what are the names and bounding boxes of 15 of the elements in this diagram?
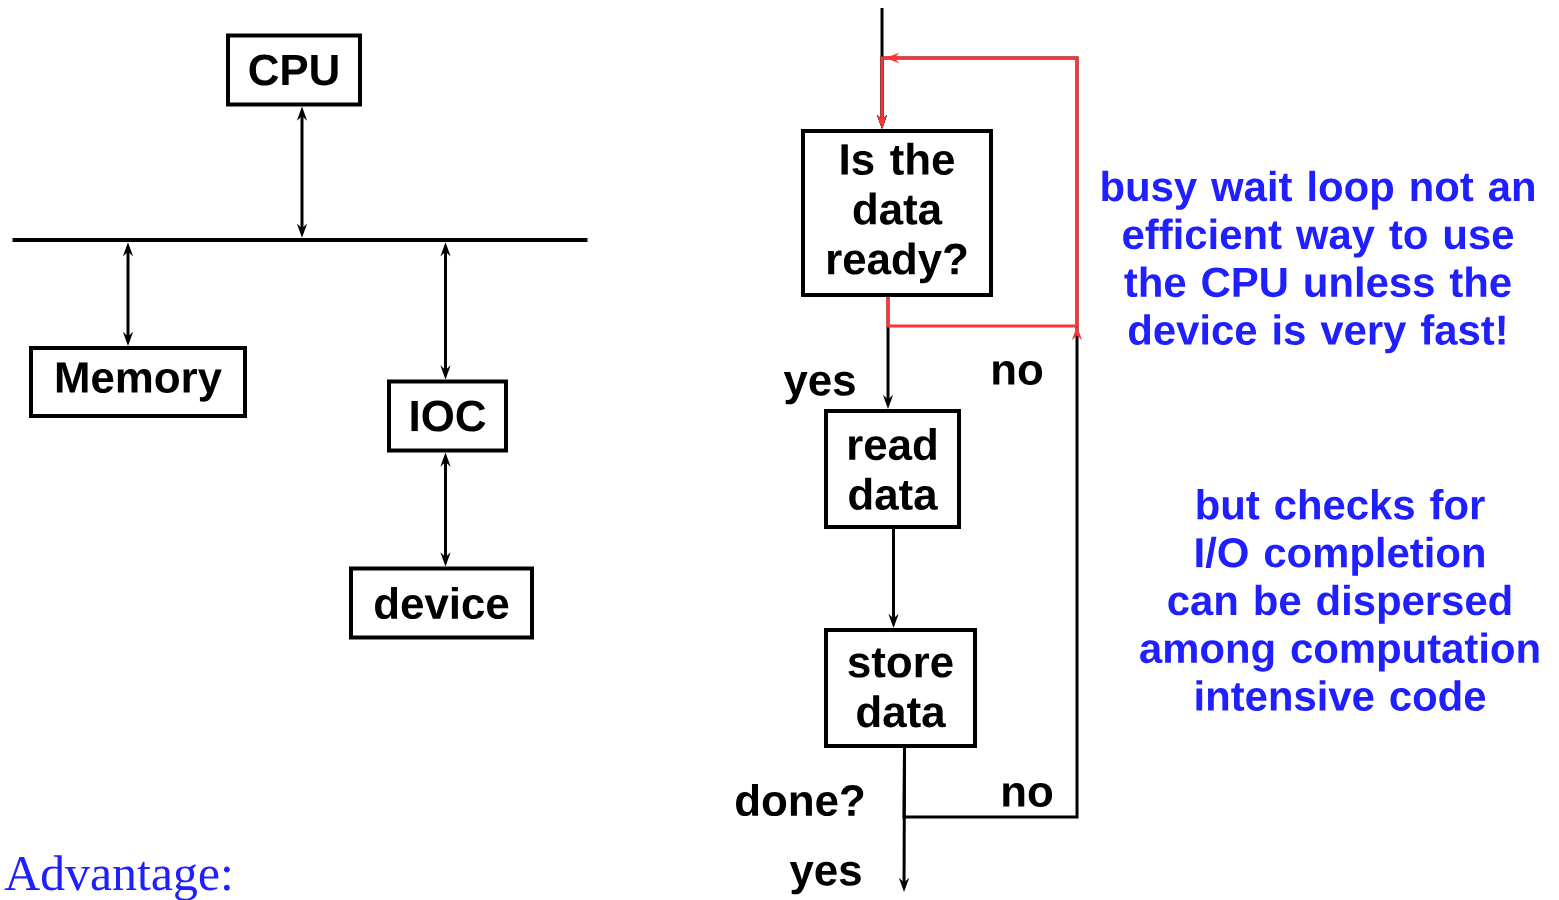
component-box: IOC bbox=[387, 379, 508, 453]
heading-text: Advantage: bbox=[4, 855, 230, 900]
edge-label: yes bbox=[788, 860, 864, 896]
process-box: read data bbox=[824, 409, 961, 529]
edge-label: yes bbox=[782, 370, 858, 406]
component-box: Memory bbox=[29, 346, 247, 418]
process-box: Is the data ready? bbox=[801, 129, 993, 297]
edge-label: no bbox=[989, 360, 1045, 386]
decision-text: done? bbox=[736, 783, 864, 817]
component-box: device bbox=[349, 566, 534, 640]
note-text: but checks for I/O completion can be dispersed among computation intensive code bbox=[1140, 489, 1539, 711]
component-box: CPU bbox=[226, 33, 362, 107]
edge-label: no bbox=[999, 782, 1055, 809]
note-text: busy wait loop not an efficient way to use the CPU unless the device is very fast! bbox=[1102, 170, 1534, 354]
process-box: store data bbox=[824, 628, 977, 748]
